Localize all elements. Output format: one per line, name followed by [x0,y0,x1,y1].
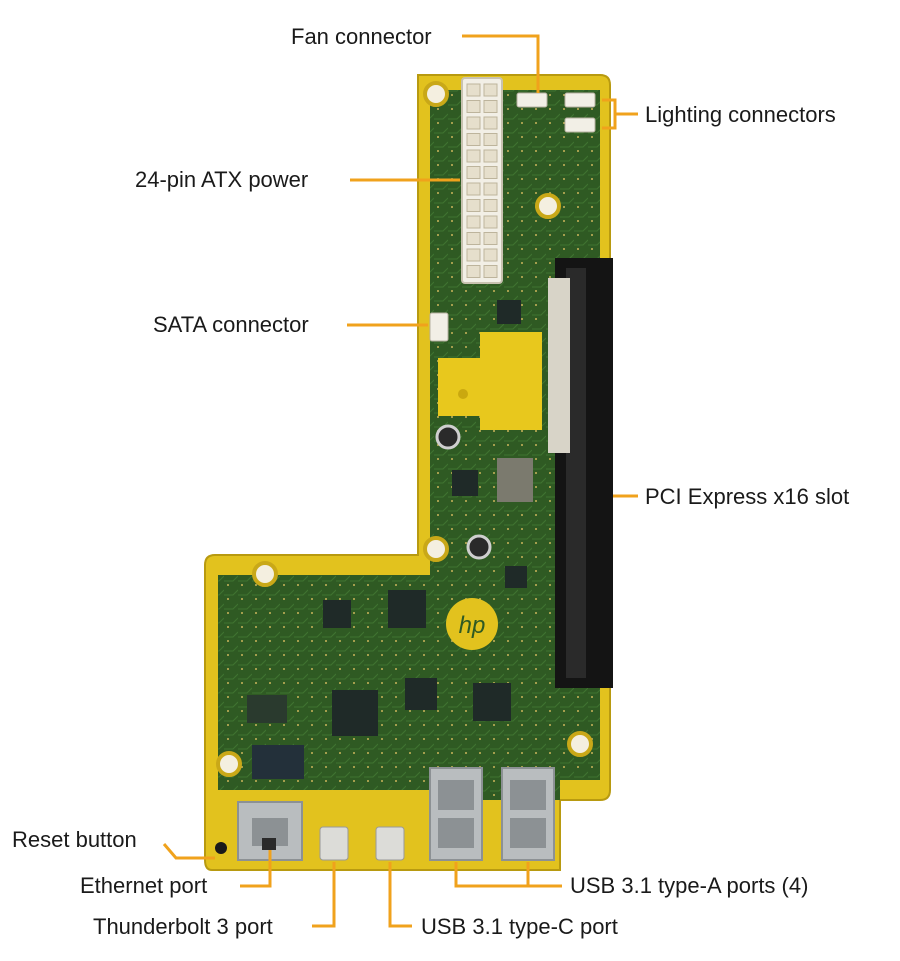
reset-button-label: Reset button [12,827,137,852]
hp-logo: hp [446,598,498,650]
atx-pin [466,182,481,196]
atx-pin [483,199,498,212]
mounting-holes [216,81,593,777]
atx-pin [466,265,481,278]
fan-connector-label: Fan connector [291,24,432,49]
heat-pad [438,332,542,430]
leader-thunderbolt [312,862,336,928]
mount-hole [216,751,242,777]
sata-connector-part [429,312,449,342]
atx-pin [466,215,481,229]
lighting-connectors-label: Lighting connectors [645,102,836,127]
chip [247,695,287,723]
atx-pin [466,100,481,113]
pcie-slot-label: PCI Express x16 slot [645,484,850,509]
thunderbolt-port-label: Thunderbolt 3 port [93,914,273,939]
chip [405,678,437,710]
mount-hole [535,193,561,219]
atx-power-label: 24-pin ATX power [135,167,309,192]
leader-fan [462,34,540,93]
mount-hole [252,561,278,587]
mount-hole [423,81,449,107]
capacitor [466,534,492,560]
atx-pin [483,83,498,97]
chip [497,458,533,502]
lighting-connector-part [564,92,596,108]
atx-pin [483,100,498,113]
leader-ethernet [240,850,272,888]
atx-pin [466,133,481,146]
atx-pin [466,199,481,212]
atx-pin [466,166,481,179]
pcb-area [218,90,600,800]
chip [332,690,378,736]
atx-pin [483,232,498,245]
fan-connector-part [516,92,548,108]
atx-pin [483,182,498,196]
capacitor [435,424,461,450]
ethernet-port-label: Ethernet port [80,873,208,898]
hp-logo-text: hp [459,612,486,639]
mount-hole [423,536,449,562]
leader-usbc [388,862,412,928]
atx-pin [466,149,481,163]
atx-pin [483,133,498,146]
leader-usba [454,862,530,888]
chip [505,566,527,588]
atx-pin [483,166,498,179]
atx-pin [483,248,498,262]
usb-c-port-part [375,826,405,861]
atx-pin [466,116,481,130]
ethernet-port-part [237,801,303,861]
chip [323,600,351,628]
atx-power-connector [461,77,503,284]
chip [497,300,521,324]
pcie-slot-part [548,258,613,688]
leader-lines [162,34,638,928]
leader-reset [162,843,215,860]
atx-pin [483,116,498,130]
chip [473,683,511,721]
thunderbolt-port-part [319,826,349,861]
usb-a-ports-part [429,767,555,861]
atx-pin [466,83,481,97]
sata-connector-label: SATA connector [153,312,309,337]
chip [252,745,304,779]
chip [452,470,478,496]
lighting-connector-part [564,117,596,133]
chips [247,300,533,779]
mount-hole [567,731,593,757]
atx-pin [483,215,498,229]
atx-pin [483,149,498,163]
usb-typec-port-label: USB 3.1 type-C port [421,914,618,939]
atx-pin [466,232,481,245]
usb-typea-ports-label: USB 3.1 type-A ports (4) [570,873,809,898]
atx-pin [466,248,481,262]
chip [388,590,426,628]
reset-button-part [215,842,227,854]
atx-pin [483,265,498,278]
